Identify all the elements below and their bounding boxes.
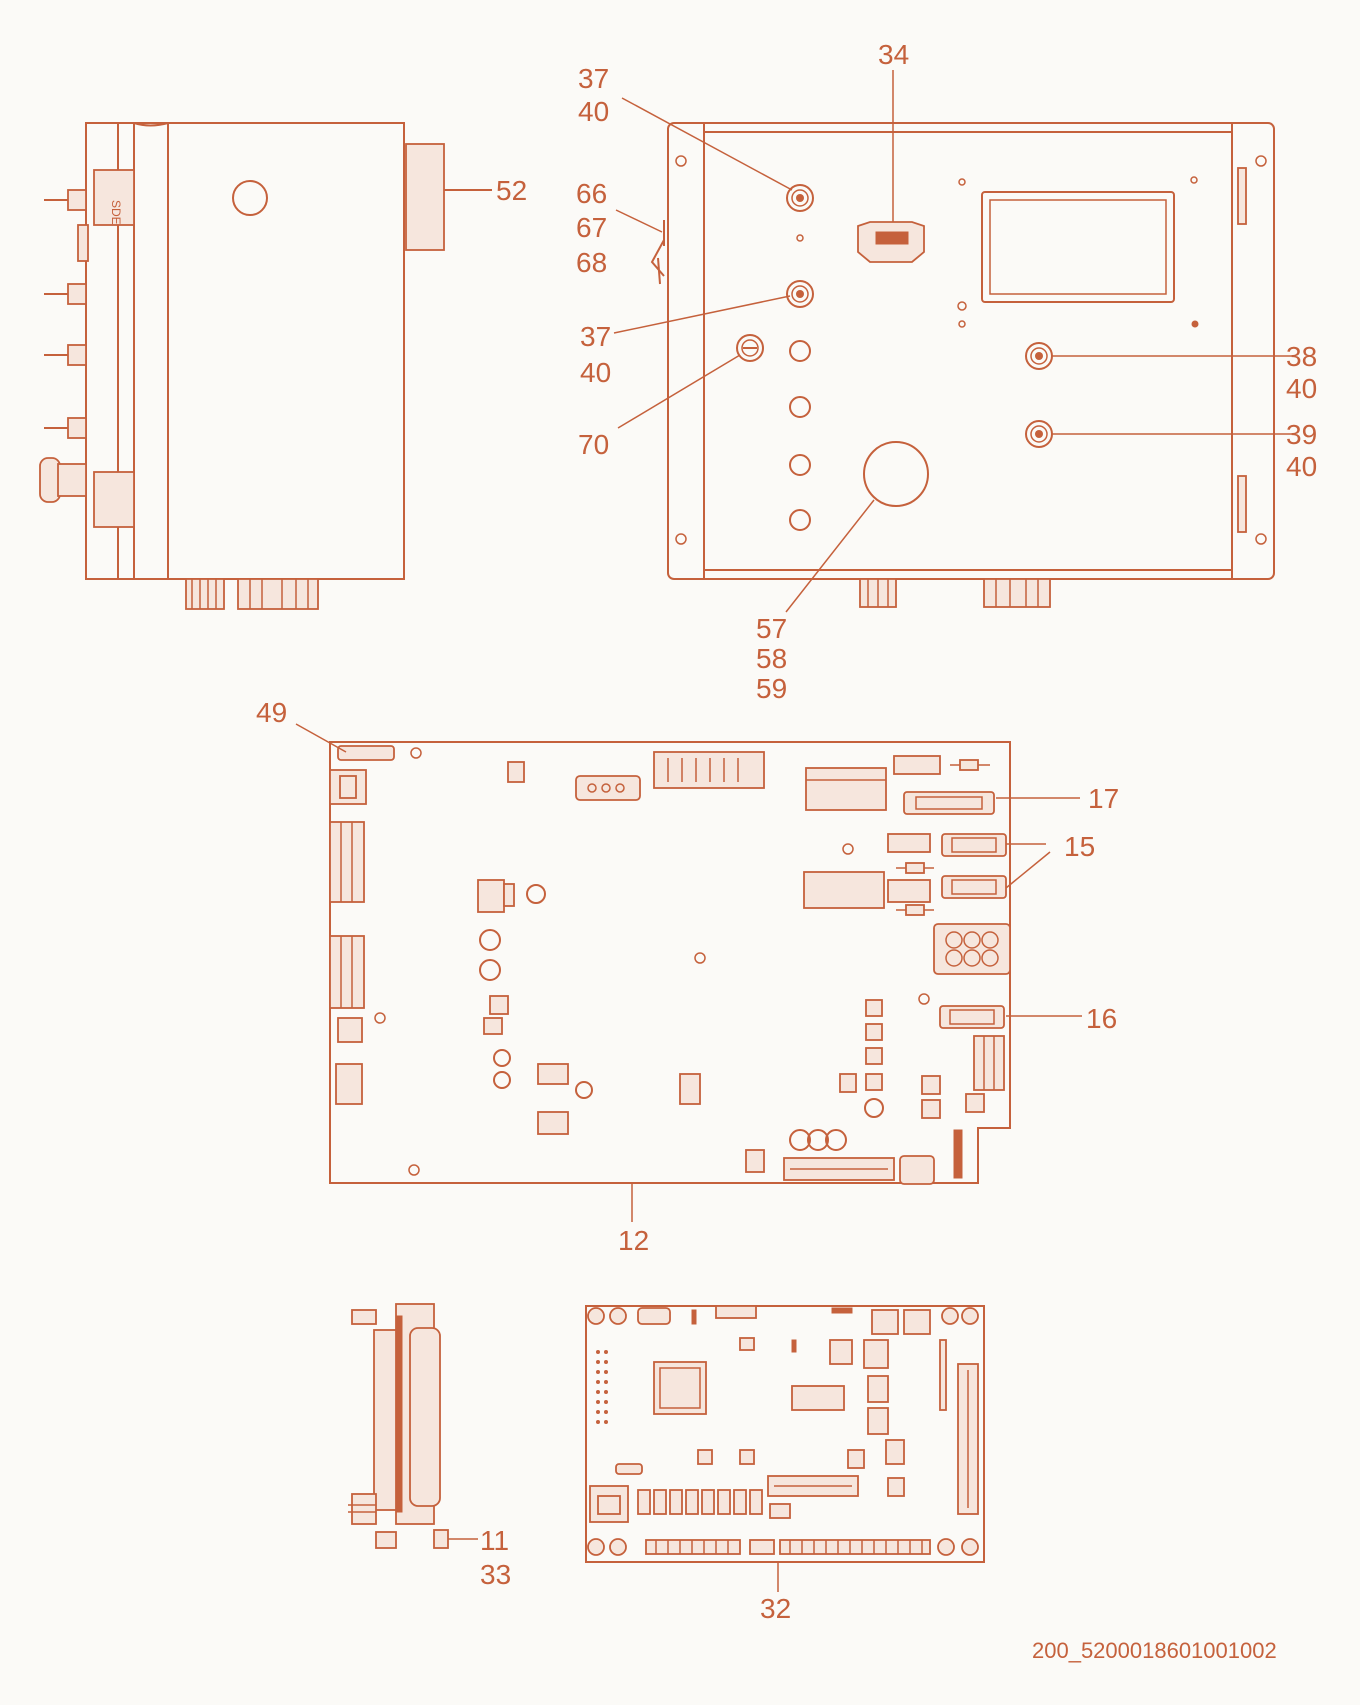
leader-lines-top	[613, 70, 1296, 613]
callout-58: 58	[756, 643, 787, 674]
callout-66: 66	[576, 178, 607, 209]
toggle-switches	[44, 189, 89, 439]
cable-entry-hole	[863, 441, 929, 507]
callout-40-right-a: 40	[1286, 373, 1317, 404]
callout-70: 70	[578, 429, 609, 460]
callout-33: 33	[480, 1559, 511, 1590]
callout-59: 59	[756, 673, 787, 704]
svg-text:SDE: SDE	[109, 200, 123, 225]
pin-header-left	[596, 1350, 608, 1424]
callout-15: 15	[1064, 831, 1095, 862]
callout-37-mid: 37	[580, 321, 611, 352]
callout-11: 11	[480, 1525, 509, 1556]
callout-49: 49	[256, 697, 287, 728]
enclosure-front-view	[650, 122, 1275, 608]
led-row	[637, 1489, 763, 1515]
enclosure-side-view: SDE	[39, 122, 492, 610]
callout-67: 67	[576, 212, 607, 243]
callout-40-right-b: 40	[1286, 451, 1317, 482]
callout-39: 39	[1286, 419, 1317, 450]
callout-32: 32	[760, 1593, 791, 1624]
main-circuit-board	[329, 741, 1011, 1185]
callout-34: 34	[878, 39, 909, 70]
controller-board	[585, 1305, 985, 1592]
controller-board-edge-view	[348, 1303, 478, 1549]
document-id: 200_5200018601001002	[1032, 1638, 1277, 1663]
leader-lines-board	[295, 723, 1082, 1222]
callout-40-top: 40	[578, 96, 609, 127]
callout-labels: 52 37 40 34 66 67 68 37 40 70 38 40 39 4…	[256, 39, 1317, 1663]
cable-glands-side	[185, 578, 319, 610]
callout-52: 52	[496, 175, 527, 206]
callout-12: 12	[618, 1225, 649, 1256]
usb-port	[857, 221, 925, 263]
emergency-stop-button	[39, 457, 87, 503]
callout-40-mid: 40	[580, 357, 611, 388]
side-bracket	[405, 143, 445, 251]
callout-37-top: 37	[578, 63, 609, 94]
callout-38: 38	[1286, 341, 1317, 372]
callout-68: 68	[576, 247, 607, 278]
callout-17: 17	[1088, 783, 1119, 814]
callout-57: 57	[756, 613, 787, 644]
display-window	[981, 191, 1175, 303]
callout-16: 16	[1086, 1003, 1117, 1034]
